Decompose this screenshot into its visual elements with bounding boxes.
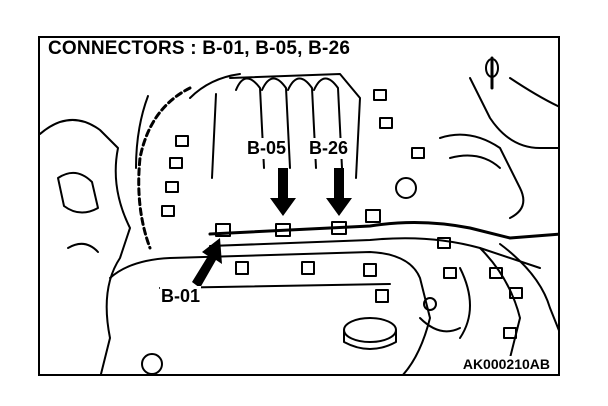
label-b26: B-26 <box>308 138 350 159</box>
arrow-b26 <box>326 168 352 216</box>
figure-code: AK000210AB <box>460 356 552 372</box>
diagram-frame: CONNECTORS : B-01, B-05, B-26 B-05 B-26 … <box>38 36 560 376</box>
diagram-title: CONNECTORS : B-01, B-05, B-26 <box>46 38 355 60</box>
engine-bay-illustration <box>40 56 558 374</box>
arrow-b05 <box>270 168 296 216</box>
label-b05: B-05 <box>246 138 288 159</box>
arrow-b01 <box>192 238 222 288</box>
label-b01: B-01 <box>160 286 202 307</box>
